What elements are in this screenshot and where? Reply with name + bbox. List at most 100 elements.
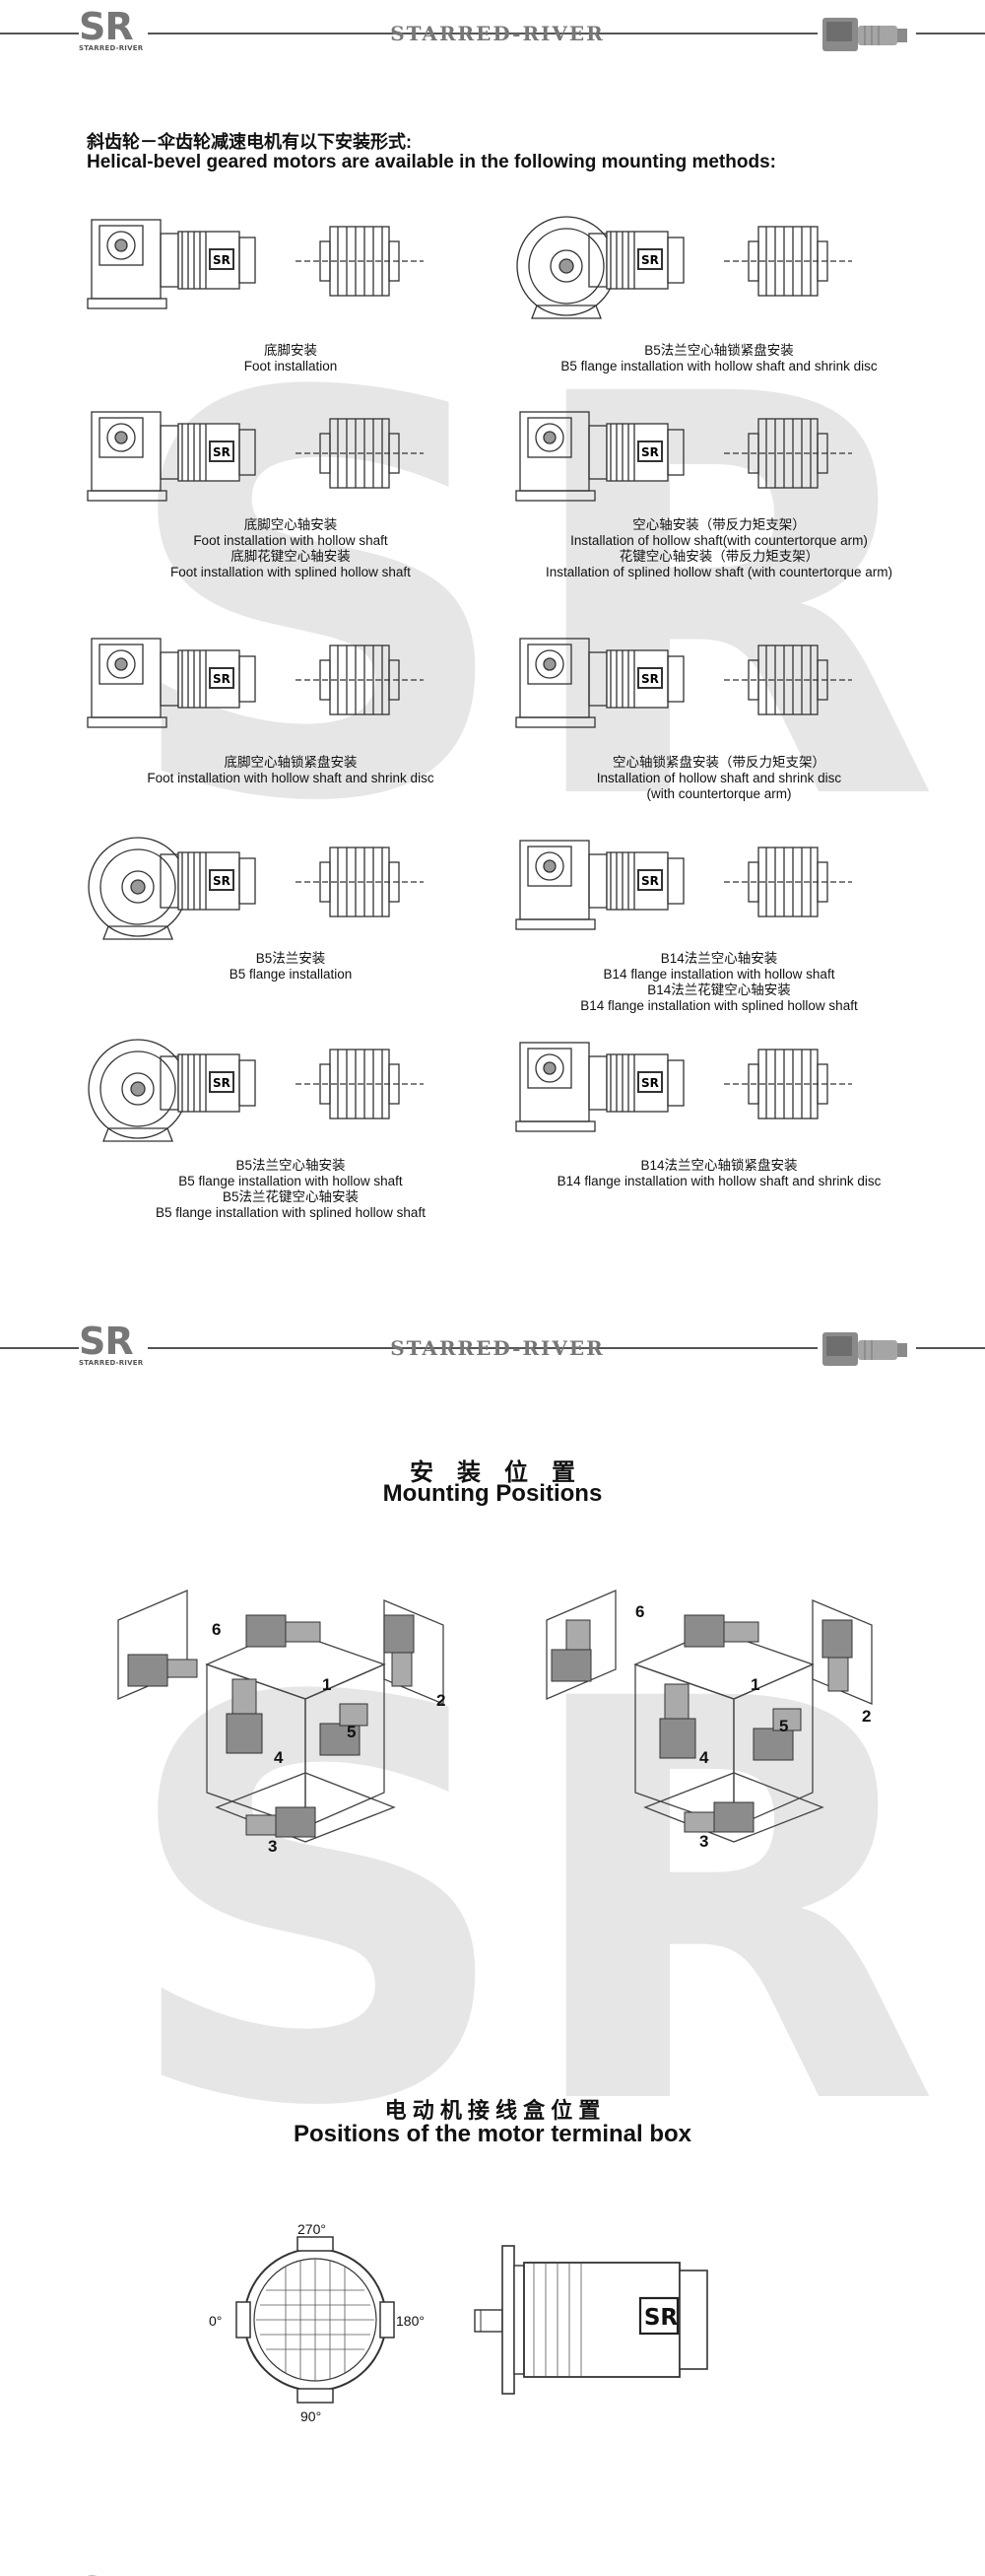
motor-badge: SR (643, 2305, 679, 2331)
motor-end-view-drawing (235, 2236, 395, 2404)
page-header: SR STARRED-RIVER STARRED-RIVER (0, 1315, 985, 1374)
caption-line: Foot installation (243, 359, 338, 373)
caption-line: B14法兰花键空心轴安装 (647, 983, 791, 997)
header-rule (0, 1347, 79, 1349)
motor-side-view-drawing (474, 2245, 708, 2395)
terminal-box-title-en: Positions of the motor terminal box (293, 2121, 692, 2147)
caption-line: (with countertorque arm) (646, 786, 792, 801)
position-number: 1 (751, 1675, 760, 1694)
position-number: 1 (322, 1675, 332, 1694)
position-number: 2 (436, 1691, 446, 1710)
page-header-next: SR STARRED-RIVER (0, 2564, 985, 2576)
caption-line: B5 flange installation with hollow shaft (178, 1174, 403, 1188)
mounting-positions-title-en: Mounting Positions (382, 1480, 603, 1507)
caption-line: B5 flange installation (229, 967, 353, 982)
page-mounting-positions: SR SR STARRED-RIVER STARRED-RIVER 安 装 位 … (0, 1295, 985, 2576)
caption-line: B14法兰空心轴锁紧盘安装 (640, 1158, 798, 1173)
caption-line: B14法兰空心轴安装 (660, 951, 778, 966)
motor-badge: SR (213, 672, 230, 686)
logo-mark: SR (79, 2569, 134, 2576)
mounting-positions-title-cn: 安 装 位 置 (410, 1459, 575, 1486)
caption-line: 底脚空心轴安装 (243, 517, 338, 532)
brand-name: STARRED-RIVER (390, 22, 605, 45)
gearmotor-drawing: SR (87, 219, 424, 309)
brand-logo: SR (79, 2569, 148, 2576)
motor-badge: SR (641, 253, 659, 267)
brand-logo: SR STARRED-RIVER (79, 1320, 148, 1371)
gearmotor-drawing: SR (515, 411, 852, 502)
motor-badge: SR (641, 672, 659, 686)
gearmotor-drawing: SR (515, 840, 852, 930)
gearmotor-drawing: SR (88, 837, 424, 940)
position-number: 2 (862, 1707, 872, 1726)
position-number: 3 (268, 1837, 278, 1856)
gearmotor-drawing: SR (87, 411, 424, 502)
caption-line: Foot installation with hollow shaft (193, 533, 388, 548)
position-number: 6 (635, 1602, 645, 1621)
header-gearmotor-image (822, 1332, 907, 1366)
position-number: 3 (699, 1832, 709, 1851)
position-number: 5 (779, 1717, 789, 1735)
logo-subtext: STARRED-RIVER (79, 1359, 144, 1367)
mounting-position-diagram-right (546, 1590, 873, 1843)
caption-line: Foot installation with hollow shaft and … (147, 771, 434, 785)
position-number: 4 (699, 1748, 709, 1767)
caption-line: B5 flange installation with hollow shaft… (560, 359, 878, 373)
intro-text-cn: 斜齿轮－伞齿轮减速电机有以下安装形式: (87, 132, 412, 152)
page-header: SR STARRED-RIVER STARRED-RIVER (0, 0, 985, 59)
position-number: 6 (212, 1620, 222, 1639)
watermark-sr: SR (118, 280, 941, 922)
gearmotor-drawing: SR (88, 1039, 424, 1142)
header-gearmotor-image (822, 18, 907, 51)
position-number: 4 (274, 1748, 284, 1767)
angle-label-bottom: 90° (300, 2408, 322, 2424)
motor-badge: SR (641, 874, 659, 888)
caption-line: B5法兰空心轴锁紧盘安装 (644, 343, 794, 358)
motor-badge: SR (213, 445, 230, 459)
motor-badge: SR (213, 1076, 230, 1090)
header-rule (148, 1347, 818, 1349)
angle-label-right: 180° (396, 2313, 425, 2329)
header-rule (0, 33, 79, 34)
header-rule (916, 33, 985, 34)
gearmotor-drawing: SR (87, 638, 424, 728)
position-number: 5 (347, 1723, 357, 1741)
caption-line: B14 flange installation with splined hol… (580, 998, 858, 1013)
logo-mark: SR (79, 5, 134, 48)
caption-line: B5 flange installation with splined holl… (156, 1205, 426, 1220)
caption-line: B14 flange installation with hollow shaf… (557, 1174, 882, 1188)
angle-label-left: 0° (209, 2313, 223, 2329)
caption-line: Installation of hollow shaft and shrink … (596, 771, 842, 785)
motor-badge: SR (213, 253, 230, 267)
caption-line: Installation of hollow shaft(with counte… (570, 533, 868, 548)
caption-line: B14 flange installation with hollow shaf… (603, 967, 835, 982)
caption-line: 底脚空心轴锁紧盘安装 (224, 755, 358, 770)
logo-subtext: STARRED-RIVER (79, 44, 144, 52)
terminal-box-title-cn: 电 动 机 接 线 盒 位 置 (384, 2098, 601, 2123)
caption-line: 底脚花键空心轴安装 (230, 549, 351, 564)
caption-line: B5法兰空心轴安装 (235, 1158, 346, 1173)
intro-text-en: Helical-bevel geared motors are availabl… (87, 152, 776, 172)
gearmotor-drawing: SR (515, 638, 852, 728)
gearmotor-drawing: SR (516, 216, 852, 319)
caption-line: B5法兰安装 (255, 951, 326, 966)
logo-mark: SR (79, 1320, 134, 1363)
motor-badge: SR (641, 1076, 659, 1090)
caption-line: 花键空心轴安装（带反力矩支架） (619, 549, 820, 564)
motor-badge: SR (213, 874, 230, 888)
angle-label-top: 270° (297, 2221, 326, 2237)
caption-line: Foot installation with splined hollow sh… (170, 565, 411, 579)
motor-badge: SR (641, 445, 659, 459)
